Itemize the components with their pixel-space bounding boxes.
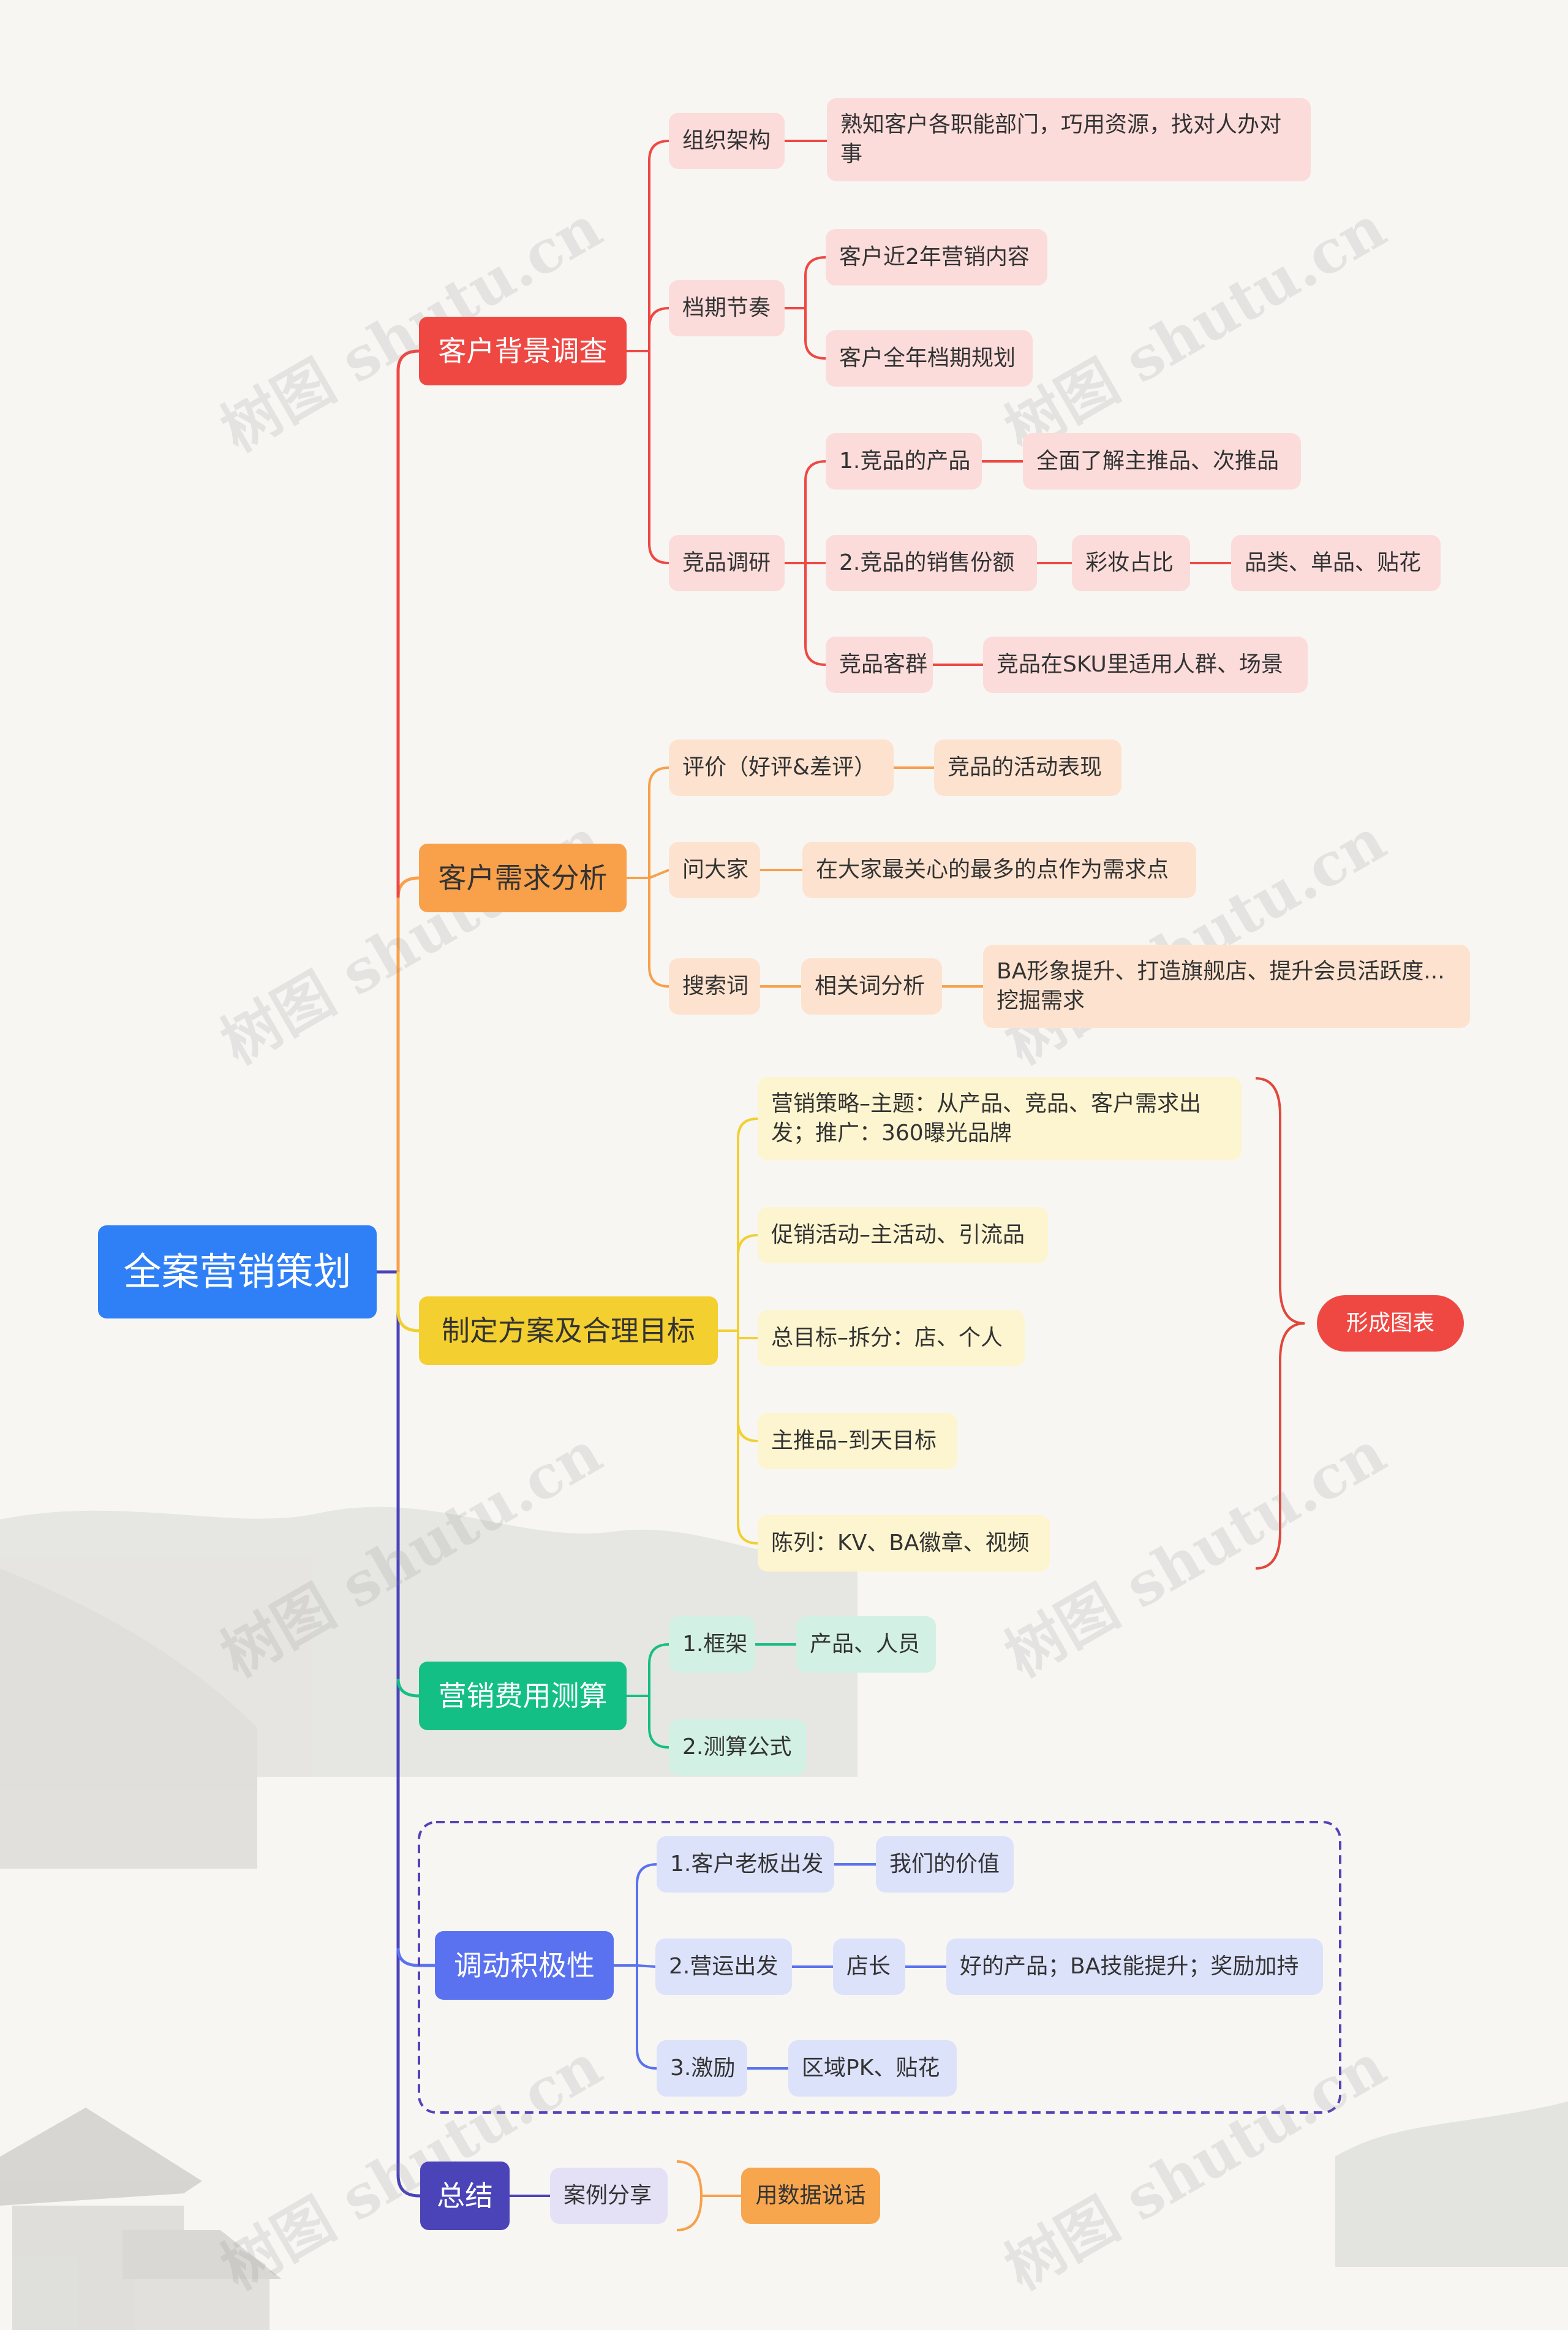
search-mid[interactable]: 相关词分析 xyxy=(801,958,942,1015)
competitor-node[interactable]: 竞品调研 xyxy=(669,535,785,591)
branch-plan[interactable]: 制定方案及合理目标 xyxy=(419,1296,718,1365)
plan-item-2[interactable]: 促销活动–主活动、引流品 xyxy=(758,1207,1048,1263)
branch-background[interactable]: 客户背景调查 xyxy=(419,317,627,385)
house-decoration xyxy=(0,2108,282,2330)
plan-summary-node[interactable]: 形成图表 xyxy=(1317,1295,1464,1352)
branch-needs[interactable]: 客户需求分析 xyxy=(419,844,627,912)
brace-summary xyxy=(676,2160,703,2231)
competitor-share-detail[interactable]: 品类、单品、贴花 xyxy=(1231,535,1441,591)
rhythm-item-2[interactable]: 客户全年档期规划 xyxy=(826,330,1033,387)
search-node[interactable]: 搜索词 xyxy=(669,958,760,1015)
motivate-ops[interactable]: 2.营运出发 xyxy=(655,1939,792,1995)
org-detail[interactable]: 熟知客户各职能部门，巧用资源，找对人办对事 xyxy=(827,98,1311,181)
competitor-crowd[interactable]: 竞品客群 xyxy=(826,637,933,693)
brace-plan xyxy=(1255,1077,1305,1570)
search-detail[interactable]: BA形象提升、打造旗舰店、提升会员活跃度...挖掘需求 xyxy=(983,945,1470,1028)
rhythm-item-1[interactable]: 客户近2年营销内容 xyxy=(826,229,1047,286)
rhythm-node[interactable]: 档期节奏 xyxy=(669,280,785,336)
competitor-product[interactable]: 1.竞品的产品 xyxy=(826,433,982,490)
plan-item-5[interactable]: 陈列：KV、BA徽章、视频 xyxy=(758,1515,1050,1572)
competitor-product-detail[interactable]: 全面了解主推品、次推品 xyxy=(1023,433,1301,490)
motivate-incentive[interactable]: 3.激励 xyxy=(657,2040,747,2097)
plan-item-4[interactable]: 主推品–到天目标 xyxy=(758,1413,957,1469)
plan-item-1[interactable]: 营销策略–主题：从产品、竞品、客户需求出发；推广：360曝光品牌 xyxy=(758,1077,1242,1160)
review-node[interactable]: 评价（好评&差评） xyxy=(669,739,894,796)
review-detail[interactable]: 竞品的活动表现 xyxy=(934,739,1121,796)
ask-node[interactable]: 问大家 xyxy=(669,842,760,898)
motivate-ops-mid[interactable]: 店长 xyxy=(833,1939,905,1995)
motivate-ops-detail[interactable]: 好的产品；BA技能提升；奖励加持 xyxy=(946,1939,1323,1995)
branch-motivate[interactable]: 调动积极性 xyxy=(435,1931,614,2000)
branch-budget[interactable]: 营销费用测算 xyxy=(419,1662,627,1730)
ask-detail[interactable]: 在大家最关心的最多的点作为需求点 xyxy=(802,842,1196,898)
org-node[interactable]: 组织架构 xyxy=(669,113,785,169)
motivate-dashed-frame xyxy=(418,1821,1341,2114)
motivate-incentive-detail[interactable]: 区域PK、贴花 xyxy=(788,2040,957,2097)
competitor-crowd-detail[interactable]: 竞品在SKU里适用人群、场景 xyxy=(983,637,1308,693)
branch-summary[interactable]: 总结 xyxy=(420,2162,510,2230)
budget-formula[interactable]: 2.测算公式 xyxy=(669,1719,806,1776)
competitor-share[interactable]: 2.竞品的销售份额 xyxy=(826,535,1037,591)
budget-frame[interactable]: 1.框架 xyxy=(669,1616,755,1673)
motivate-boss-detail[interactable]: 我们的价值 xyxy=(876,1836,1014,1893)
summary-case[interactable]: 案例分享 xyxy=(550,2168,668,2224)
plan-item-3[interactable]: 总目标–拆分：店、个人 xyxy=(758,1310,1025,1366)
landscape-decoration xyxy=(0,1507,1568,2267)
budget-frame-detail[interactable]: 产品、人员 xyxy=(796,1616,936,1673)
motivate-boss[interactable]: 1.客户老板出发 xyxy=(657,1836,834,1893)
root-node[interactable]: 全案营销策划 xyxy=(98,1225,377,1318)
competitor-share-mid[interactable]: 彩妆占比 xyxy=(1072,535,1190,591)
summary-conclusion[interactable]: 用数据说话 xyxy=(741,2168,880,2224)
